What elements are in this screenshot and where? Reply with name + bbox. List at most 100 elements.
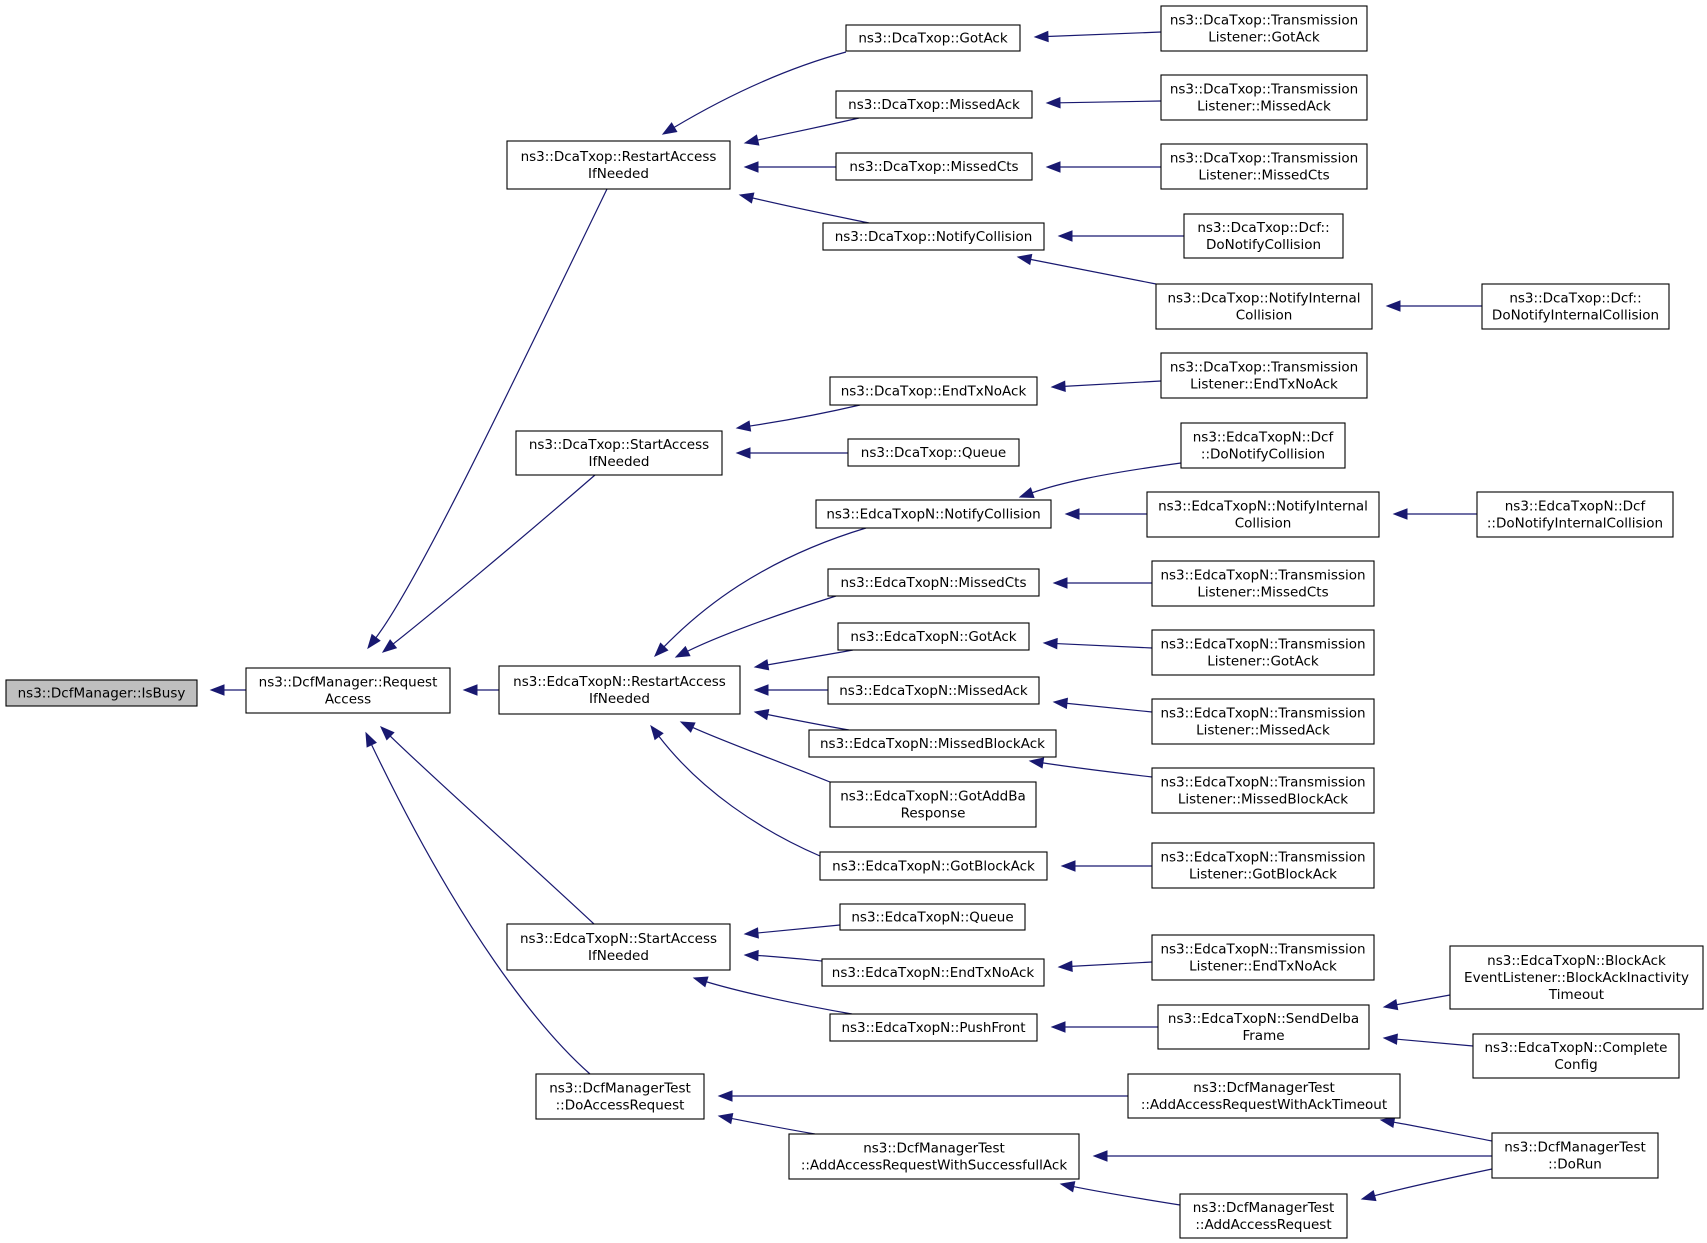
node-box [506,140,731,190]
node-edca_notifycoll[interactable]: ns3::EdcaTxopN::NotifyCollision [815,499,1052,529]
node-dcfmt_addaccess[interactable]: ns3::DcfManagerTest::AddAccessRequest [1179,1193,1348,1239]
node-label: ::AddAccessRequestWithSuccessfullAck [801,1158,1068,1174]
node-dca_notifyinternal[interactable]: ns3::DcaTxop::NotifyInternalCollision [1155,283,1373,330]
node-label: ns3::EdcaTxopN::Dcf [1193,430,1335,446]
node-box [788,1133,1080,1180]
node-label: ::DoNotifyInternalCollision [1487,516,1663,532]
edge-line [748,404,861,427]
node-edca_dcf_donotifyinternal[interactable]: ns3::EdcaTxopN::Dcf::DoNotifyInternalCol… [1476,491,1674,538]
node-label: ns3::EdcaTxopN::MissedBlockAck [820,736,1045,752]
node-edca_tl_missedblockack[interactable]: ns3::EdcaTxopN::TransmissionListener::Mi… [1151,767,1375,814]
arrow-head [1057,960,1073,972]
arrow-head [1059,1181,1076,1193]
node-edca_missedack[interactable]: ns3::EdcaTxopN::MissedAck [827,676,1040,705]
edge-line [672,51,847,129]
edge-line [1041,762,1153,778]
node-box [506,923,731,971]
arrow-head [738,192,755,204]
node-dca_tl_missedack[interactable]: ns3::DcaTxop::TransmissionListener::Miss… [1160,74,1368,121]
edge-line [370,743,591,1075]
node-label: Listener::MissedCts [1198,168,1329,184]
node-label: ns3::DcaTxop::Transmission [1170,360,1358,376]
arrow-head [1382,1033,1398,1045]
edge-dca_tl_endtx-to-dca_endtx [1050,380,1162,392]
node-dca_missedack[interactable]: ns3::DcaTxop::MissedAck [835,90,1033,119]
edge-line [389,734,595,925]
node-label: ns3::EdcaTxopN::MissedCts [840,575,1026,591]
node-dca_notifycoll[interactable]: ns3::DcaTxop::NotifyCollision [822,222,1045,251]
node-dca_dcf_donotify[interactable]: ns3::DcaTxop::Dcf::DoNotifyCollision [1183,213,1344,259]
node-dcfmt_addacktimeout[interactable]: ns3::DcfManagerTest::AddAccessRequestWit… [1127,1073,1401,1119]
node-dcfmt_addsucc[interactable]: ns3::DcfManagerTest::AddAccessRequestWit… [788,1133,1080,1180]
node-edca_tl_gotblockack[interactable]: ns3::EdcaTxopN::TransmissionListener::Go… [1151,842,1375,889]
edge-line [1031,462,1182,494]
edge-line [1070,961,1153,967]
node-edca_tl_missedack[interactable]: ns3::EdcaTxopN::TransmissionListener::Mi… [1151,698,1375,745]
edge-dcfmt_addacktimeout-to-dcfmt_doaccess [717,1090,1128,1102]
node-dcfmt_doaccess[interactable]: ns3::DcfManagerTest::DoAccessRequest [535,1073,705,1120]
node-dca_tl_endtx[interactable]: ns3::DcaTxop::TransmissionListener::EndT… [1160,352,1368,399]
node-label: ns3::EdcaTxopN::EndTxNoAck [832,965,1035,981]
node-edca_gotack[interactable]: ns3::EdcaTxopN::GotAck [837,622,1030,651]
arrow-head [1057,230,1073,242]
node-dca_tl_missedcts[interactable]: ns3::DcaTxop::TransmissionListener::Miss… [1160,143,1368,190]
node-box [1151,560,1375,607]
node-edca_tl_endtx[interactable]: ns3::EdcaTxopN::TransmissionListener::En… [1151,934,1375,981]
node-isbusy[interactable]: ns3::DcfManager::IsBusy [5,679,198,707]
edge-edca_missedcts-to-edca_restart [674,595,837,658]
node-edca_queue[interactable]: ns3::EdcaTxopN::Queue [839,903,1026,931]
node-box [847,438,1020,467]
node-edca_tl_gotack[interactable]: ns3::EdcaTxopN::TransmissionListener::Go… [1151,629,1375,676]
node-label: ns3::EdcaTxopN::Dcf [1505,499,1647,515]
arrow-head [1045,161,1061,173]
node-dca_endtx[interactable]: ns3::DcaTxop::EndTxNoAck [829,376,1038,406]
node-label: ::AddAccessRequest [1195,1217,1331,1233]
edge-line [657,735,821,857]
node-edca_missedcts[interactable]: ns3::EdcaTxopN::MissedCts [827,568,1040,597]
node-box [1151,698,1375,745]
node-dca_tl_gotack[interactable]: ns3::DcaTxop::TransmissionListener::GotA… [1160,5,1368,52]
node-edca_missedblockack[interactable]: ns3::EdcaTxopN::MissedBlockAck [808,729,1057,758]
node-box [819,851,1048,881]
arrow-head [753,659,770,671]
node-edca_pushfront[interactable]: ns3::EdcaTxopN::PushFront [829,1013,1038,1042]
node-edca_dcf_donotify[interactable]: ns3::EdcaTxopN::Dcf::DoNotifyCollision [1180,422,1346,469]
arrow-head [1064,508,1080,520]
node-dca_gotack[interactable]: ns3::DcaTxop::GotAck [845,24,1021,52]
edge-line [686,595,837,653]
node-dca_missedcts[interactable]: ns3::DcaTxop::MissedCts [835,152,1033,181]
node-label: ns3::EdcaTxopN::MissedAck [839,683,1028,699]
node-dca_queue[interactable]: ns3::DcaTxop::Queue [847,438,1020,467]
node-box [829,781,1037,828]
arrow-head [1382,998,1399,1011]
node-box [1472,1033,1680,1079]
node-edca_notifyinternal[interactable]: ns3::EdcaTxopN::NotifyInternalCollision [1146,491,1380,538]
node-dcfmt_dorun[interactable]: ns3::DcfManagerTest::DoRun [1491,1132,1659,1179]
edge-line [1029,258,1157,285]
node-box [1151,934,1375,981]
edge-dcfmt_dorun-to-dcfmt_addsucc [1092,1150,1492,1162]
edge-line [756,924,841,934]
node-edca_tl_missedcts[interactable]: ns3::EdcaTxopN::TransmissionListener::Mi… [1151,560,1375,607]
node-label: ns3::EdcaTxopN::SendDelba [1168,1011,1359,1027]
arrow-head [381,639,398,653]
node-box [1151,842,1375,889]
node-box [822,222,1045,251]
node-edca_endtx[interactable]: ns3::EdcaTxopN::EndTxNoAck [821,958,1045,987]
node-dca_dcf_donotifyinternal[interactable]: ns3::DcaTxop::Dcf::DoNotifyInternalColli… [1481,283,1670,330]
edge-line [766,713,850,731]
node-edca_blockack_timeout[interactable]: ns3::EdcaTxopN::BlockAckEventListener::B… [1449,945,1704,1010]
arrow-head [753,709,770,721]
node-label: ::DoNotifyCollision [1201,447,1325,463]
node-label: IfNeeded [589,454,650,470]
node-edca_gotblockack[interactable]: ns3::EdcaTxopN::GotBlockAck [819,851,1048,881]
edge-line [1395,994,1451,1006]
